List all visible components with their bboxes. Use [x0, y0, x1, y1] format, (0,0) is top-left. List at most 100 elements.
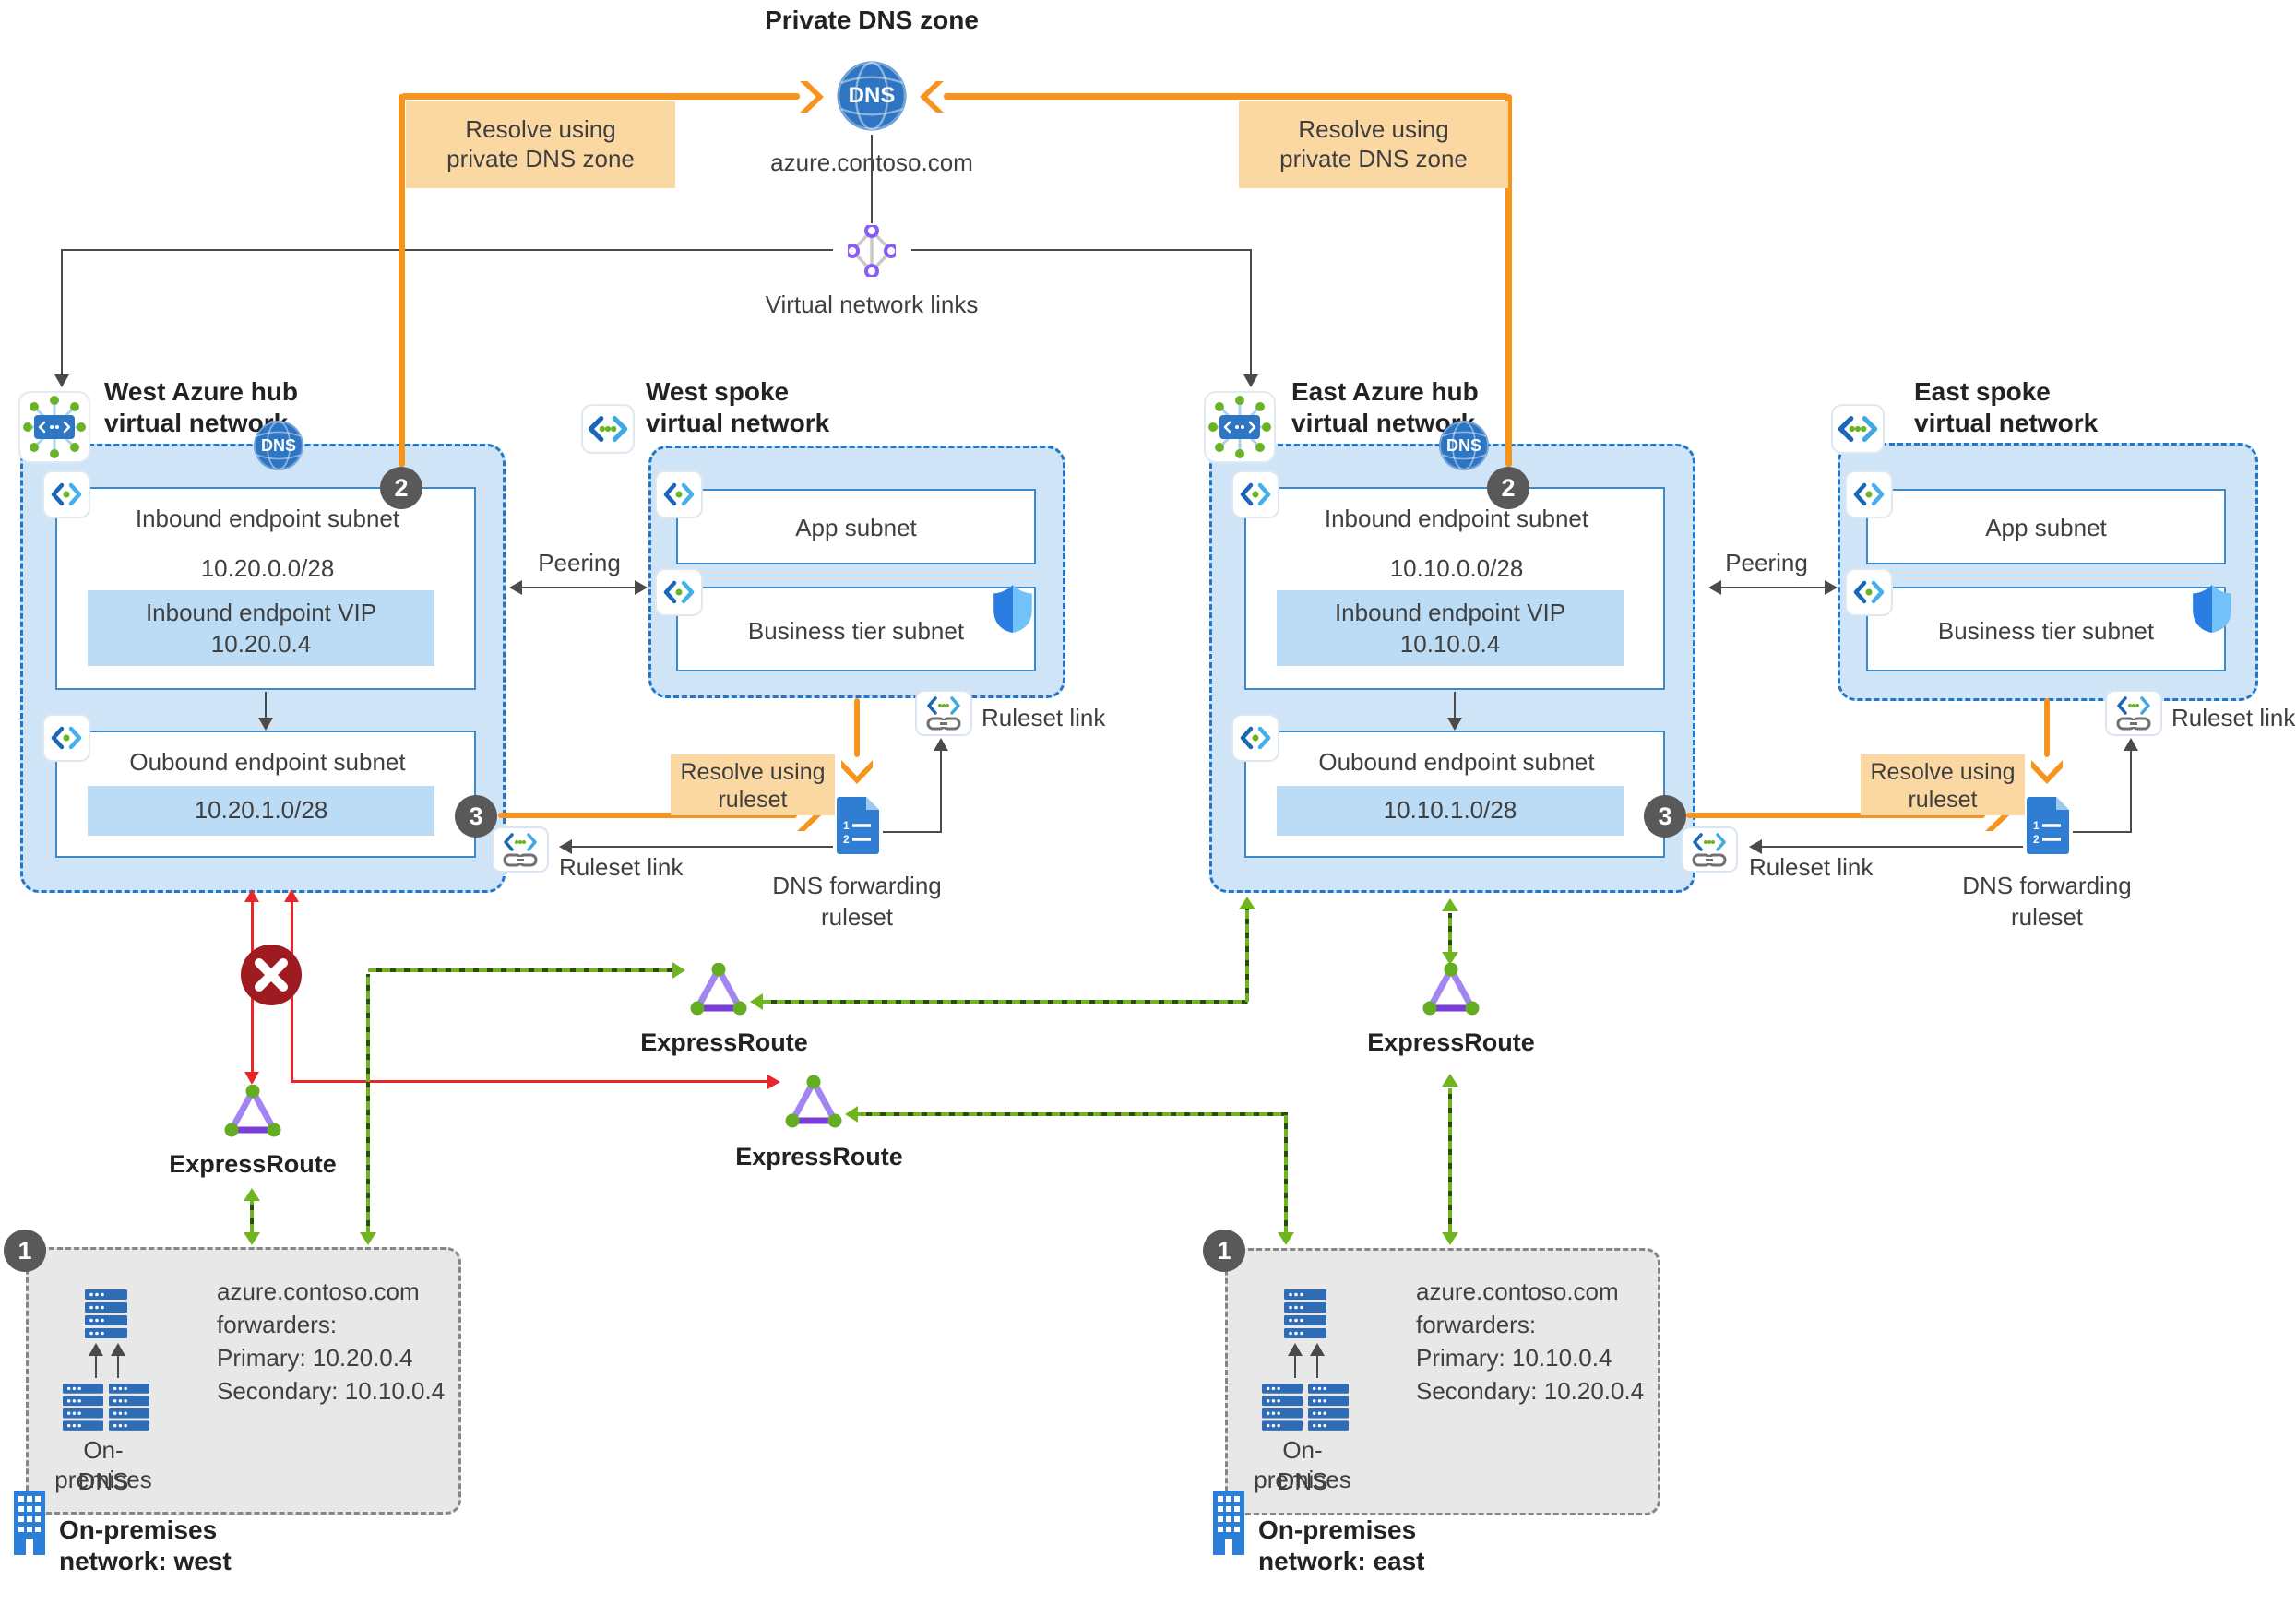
west-onprem-arrowhead-1	[89, 1343, 103, 1356]
west-onprem-dns-server-icon	[85, 1289, 127, 1339]
east-spoke-vnet-icon	[1831, 404, 1885, 454]
west-onprem-arrow-line-2	[117, 1352, 119, 1378]
step-3-badge-east: 3	[1644, 795, 1686, 838]
west-onprem-dns-label-2: DNS	[77, 1467, 129, 1495]
west-forwarders-label: forwarders:	[217, 1311, 338, 1338]
east-vip-title: Inbound endpoint VIP	[1334, 599, 1566, 626]
error-x-icon	[241, 945, 302, 1005]
west-doc-to-spokelink-h	[883, 831, 942, 833]
east-network-label-1: On-premises	[1258, 1515, 1417, 1544]
east-network-label-2: network: east	[1258, 1547, 1425, 1575]
step-2-badge-west: 2	[380, 467, 422, 509]
east-forwarders-primary: Primary: 10.10.0.4	[1416, 1344, 1612, 1372]
midupper-expressroute-label: ExpressRoute	[640, 1028, 808, 1056]
east-forwarders-label: forwarders:	[1416, 1311, 1537, 1338]
west-doc-to-spokelink-v	[940, 749, 942, 833]
west-network-label-2: network: west	[59, 1547, 232, 1575]
east-forwarders-secondary: Secondary: 10.20.0.4	[1416, 1377, 1645, 1405]
east-vip-ip: 10.10.0.4	[1399, 630, 1501, 658]
west-ruleset-orange-line	[498, 813, 797, 818]
east-expressroute-icon	[1422, 963, 1481, 1016]
east-forwarders-domain: azure.contoso.com	[1416, 1277, 1619, 1305]
green-midlower-arrow-left	[845, 1106, 858, 1123]
resolve-pdz-east-line1: Resolve using	[1298, 115, 1449, 143]
west-inbound-title: Inbound endpoint subnet	[135, 505, 400, 532]
west-building-icon	[13, 1487, 46, 1555]
green-east-er-top-arrow-down	[1442, 952, 1458, 965]
vnl-leg-east	[1250, 249, 1252, 374]
east-hub-ruleset-link-label: Ruleset link	[1749, 853, 1874, 881]
green-east-er-bottom-arrow-up	[1442, 1074, 1458, 1087]
vnl-label: Virtual network links	[765, 291, 979, 318]
resolve-ruleset-east-line1: Resolve using	[1870, 759, 2016, 785]
resolve-ruleset-callout-east	[1861, 754, 2025, 815]
east-dns-forwarding-label2: ruleset	[2010, 903, 2084, 931]
green-westonprem-to-midupper-v	[366, 974, 370, 1234]
west-vip-ip: 10.20.0.4	[210, 630, 312, 658]
east-expressroute-label: ExpressRoute	[1367, 1028, 1535, 1056]
east-peering-arrow-right	[1825, 580, 1838, 595]
west-hub-vnet-icon	[18, 391, 90, 463]
east-app-subnet-icon	[1845, 470, 1893, 518]
east-doc-to-hublink-arrowhead	[1749, 839, 1762, 854]
east-onprem-dns-label-2: DNS	[1277, 1467, 1328, 1495]
green-easthub-arrow-up	[1239, 897, 1255, 909]
west-vip-box	[88, 590, 434, 666]
west-business-subnet-icon	[655, 568, 703, 616]
east-peering-label: Peering	[1725, 549, 1808, 576]
green-west-er-arrow-up	[244, 1188, 260, 1201]
green-easthub-to-midupper-v	[1245, 909, 1249, 1002]
green-midupper-arrow-right	[672, 962, 685, 979]
orange-west-arrowhead	[800, 81, 824, 113]
east-inbound-cidr: 10.10.0.0/28	[1389, 554, 1524, 582]
step-1-badge-west: 1	[4, 1230, 46, 1272]
green-midlower-to-eastonprem-v	[1284, 1112, 1288, 1234]
vnl-leg-west	[61, 249, 63, 374]
green-west-er-line	[250, 1201, 254, 1232]
east-spoke-title-line2: virtual network	[1914, 409, 2099, 437]
west-vip-title: Inbound endpoint VIP	[145, 599, 377, 626]
west-inbound-outbound-arrowhead	[258, 718, 273, 731]
east-doc-to-hublink-line	[1762, 846, 2023, 848]
red-route-hub-to-east-er-h	[291, 1080, 767, 1083]
east-spoke-orange-vertical	[2044, 698, 2050, 757]
east-inbound-subnet-icon	[1231, 470, 1279, 518]
west-app-subnet-label: App subnet	[795, 514, 917, 541]
east-doc-to-spokelink-h	[2073, 831, 2132, 833]
resolve-pdz-callout-east	[1239, 101, 1508, 188]
green-westonprem-to-midupper-h	[368, 968, 672, 972]
globe-to-vnl-connector	[871, 135, 873, 223]
east-spoke-ruleset-link-icon	[2105, 690, 2162, 736]
east-outbound-subnet-icon	[1231, 714, 1279, 762]
west-spoke-title-line1: West spoke	[646, 377, 790, 406]
green-westonprem-arrow-down	[360, 1232, 376, 1245]
east-peering-line	[1721, 587, 1825, 588]
red-route-arrow-right	[767, 1075, 780, 1089]
east-onprem-arrowhead-2	[1310, 1343, 1325, 1356]
east-onprem-arrow-line-2	[1316, 1352, 1318, 1378]
east-ruleset-orange-line	[1686, 813, 1985, 818]
orange-east-arrowhead	[920, 81, 944, 113]
west-app-subnet-icon	[655, 470, 703, 518]
east-outbound-cidr: 10.10.1.0/28	[1383, 796, 1517, 824]
east-building-icon	[1212, 1487, 1245, 1555]
east-onprem-arrow-line-1	[1294, 1352, 1296, 1378]
step-2-badge-east: 2	[1487, 467, 1529, 509]
orange-east-horizontal	[944, 93, 1508, 100]
west-outbound-title: Oubound endpoint subnet	[129, 748, 406, 776]
west-business-subnet-box	[676, 587, 1036, 671]
orange-east-vertical	[1505, 94, 1512, 467]
east-hub-title-line1: East Azure hub	[1291, 377, 1479, 406]
green-midupper-arrow-left	[750, 993, 763, 1010]
green-eastonprem-arrow-down-1	[1278, 1232, 1294, 1245]
west-nsg-shield-icon	[992, 583, 1034, 635]
east-onprem-arrowhead-1	[1288, 1343, 1303, 1356]
midupper-expressroute-icon	[689, 963, 748, 1016]
west-hub-dns-badge: DNS	[253, 420, 304, 471]
west-expressroute-icon	[223, 1085, 282, 1138]
east-dns-forwarding-label1: DNS forwarding	[1962, 872, 2132, 899]
west-outbound-subnet-icon	[42, 714, 90, 762]
green-west-er-arrow-down	[244, 1232, 260, 1245]
east-outbound-title: Oubound endpoint subnet	[1318, 748, 1595, 776]
west-inbound-subnet-icon	[42, 470, 90, 518]
